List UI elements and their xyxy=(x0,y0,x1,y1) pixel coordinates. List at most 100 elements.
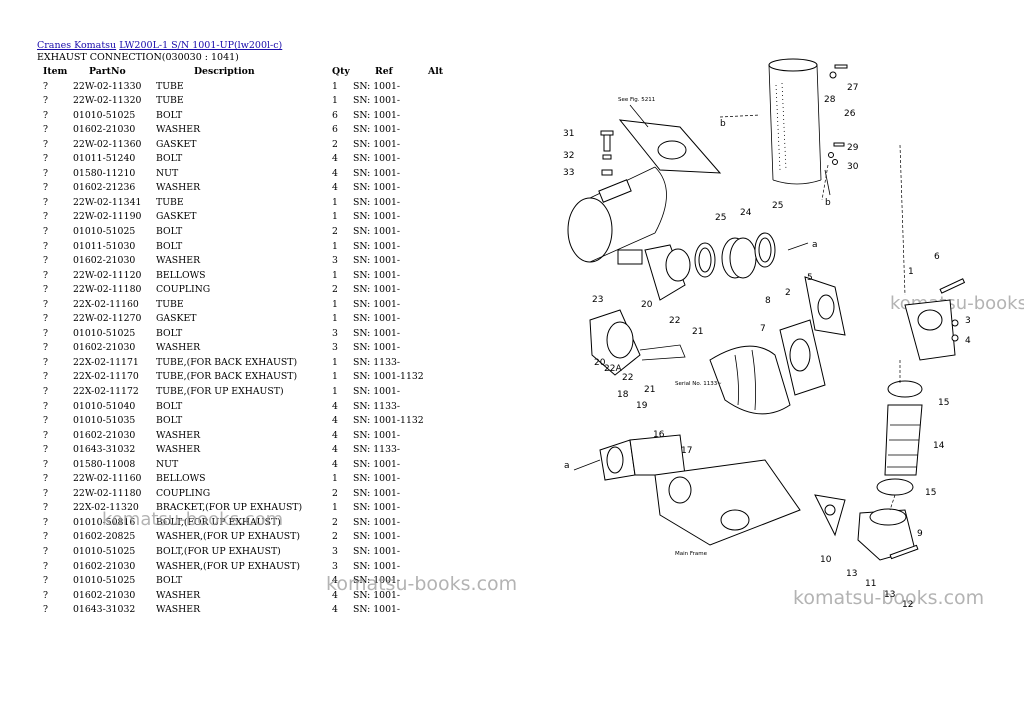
plate-10 xyxy=(814,494,846,537)
row-partno: 01010-51025 xyxy=(73,109,136,121)
flex-pipe-14 xyxy=(876,380,923,496)
row-item: ? xyxy=(43,138,48,150)
row-description: WASHER,(FOR UP EXHAUST) xyxy=(156,560,300,572)
row-description: BOLT xyxy=(156,575,183,587)
row-partno: 01602-21030 xyxy=(73,589,136,601)
row-item: ? xyxy=(43,531,48,543)
row-item: ? xyxy=(43,225,48,237)
row-description: NUT xyxy=(156,458,179,470)
row-qty: 4 xyxy=(332,415,338,427)
row-ref: SN: 1001- xyxy=(353,225,401,237)
row-ref: SN: 1001- xyxy=(353,80,401,92)
row-item: ? xyxy=(43,487,48,499)
row-qty: 2 xyxy=(332,225,338,237)
row-ref: SN: 1001- xyxy=(353,95,401,107)
row-description: BOLT xyxy=(156,153,183,165)
elbow-9 xyxy=(857,508,919,561)
row-description: TUBE,(FOR BACK EXHAUST) xyxy=(156,356,298,368)
row-description: BOLT xyxy=(156,109,183,121)
row-item: ? xyxy=(43,298,48,310)
callout-32: 32 xyxy=(563,151,574,161)
row-partno: 01010-51040 xyxy=(73,400,136,412)
row-alt xyxy=(428,458,458,473)
row-ref: SN: 1001- xyxy=(353,298,401,310)
row-qty: 2 xyxy=(332,516,338,528)
callout-30: 30 xyxy=(847,162,859,172)
row-partno: 01580-11210 xyxy=(73,167,136,179)
row-item: ? xyxy=(43,95,48,107)
row-item: ? xyxy=(43,269,48,281)
row-alt xyxy=(428,225,458,240)
row-partno: 22W-02-11341 xyxy=(73,196,142,208)
row-qty: 1 xyxy=(332,473,338,485)
callout-21: 21 xyxy=(644,385,655,395)
callout-27: 27 xyxy=(847,83,858,93)
row-item: ? xyxy=(43,124,48,136)
row-description: WASHER xyxy=(156,444,201,456)
callout-14: 14 xyxy=(933,441,945,451)
row-alt xyxy=(428,167,458,182)
row-description: TUBE xyxy=(156,196,184,208)
row-alt xyxy=(428,254,458,269)
callout-a: a xyxy=(812,240,818,250)
row-alt xyxy=(428,443,458,458)
row-ref: SN: 1001- xyxy=(353,604,401,616)
row-description: NUT xyxy=(156,167,179,179)
row-description: WASHER xyxy=(156,429,201,441)
row-partno: 22W-02-11180 xyxy=(73,284,142,296)
row-item: ? xyxy=(43,604,48,616)
row-description: WASHER xyxy=(156,182,201,194)
row-alt xyxy=(428,501,458,516)
callout-1: 1 xyxy=(908,267,914,277)
row-partno: 01010-51025 xyxy=(73,575,136,587)
row-partno: 22W-02-11180 xyxy=(73,487,142,499)
breadcrumb-link-model[interactable]: LW200L-1 S/N 1001-UP(lw200l-c) xyxy=(119,40,283,51)
breadcrumb-link-cranes[interactable]: Cranes Komatsu xyxy=(37,40,117,51)
row-qty: 3 xyxy=(332,327,338,339)
row-qty: 1 xyxy=(332,356,338,368)
callout-23: 23 xyxy=(592,295,603,305)
row-alt xyxy=(428,356,458,371)
row-partno: 22W-02-11320 xyxy=(73,95,142,107)
row-alt xyxy=(428,109,458,124)
row-description: WASHER xyxy=(156,342,201,354)
row-alt xyxy=(428,240,458,255)
row-ref: SN: 1001- xyxy=(353,487,401,499)
row-alt xyxy=(428,487,458,502)
row-qty: 4 xyxy=(332,429,338,441)
row-qty: 4 xyxy=(332,575,338,587)
callout-15: 15 xyxy=(925,488,936,498)
row-ref: SN: 1001- xyxy=(353,182,401,194)
row-item: ? xyxy=(43,458,48,470)
row-ref: SN: 1001- xyxy=(353,473,401,485)
row-qty: 4 xyxy=(332,167,338,179)
callout-20: 20 xyxy=(641,300,653,310)
row-item: ? xyxy=(43,342,48,354)
callout-b: b xyxy=(720,119,726,129)
row-alt xyxy=(428,138,458,153)
row-alt xyxy=(428,603,458,618)
row-qty: 3 xyxy=(332,342,338,354)
header-ref: Ref xyxy=(375,66,393,77)
row-qty: 4 xyxy=(332,400,338,412)
callout-6: 6 xyxy=(934,252,940,262)
row-qty: 4 xyxy=(332,604,338,616)
row-partno: 01580-11008 xyxy=(73,458,136,470)
row-item: ? xyxy=(43,429,48,441)
bracket-1 xyxy=(904,278,966,361)
table-header-row: Item PartNo Description Qty Ref Alt xyxy=(37,65,458,80)
row-ref: SN: 1001- xyxy=(353,531,401,543)
row-description: BRACKET,(FOR UP EXHAUST) xyxy=(156,502,303,514)
row-description: WASHER xyxy=(156,255,201,267)
row-description: WASHER xyxy=(156,589,201,601)
row-qty: 4 xyxy=(332,182,338,194)
